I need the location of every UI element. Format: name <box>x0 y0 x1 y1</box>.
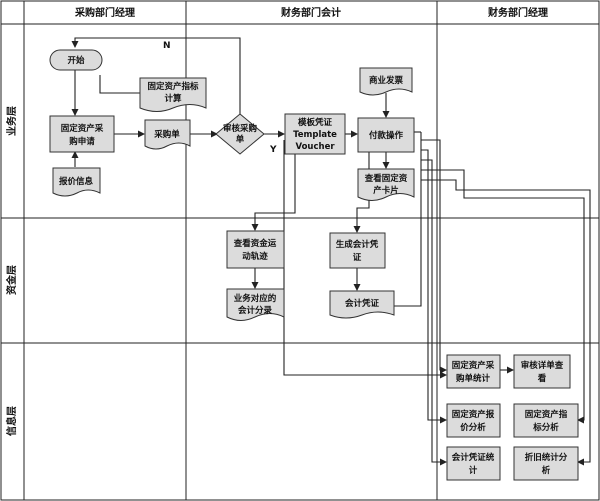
purchase-order-node[interactable]: 采购单 <box>144 119 191 150</box>
svg-text:固定资产采: 固定资产采 <box>452 360 495 371</box>
svg-text:Template: Template <box>293 130 337 140</box>
payment-node[interactable]: 付款操作 <box>357 117 415 153</box>
svg-text:购单统计: 购单统计 <box>455 373 491 384</box>
svg-text:付款操作: 付款操作 <box>369 130 404 141</box>
svg-text:模板凭证: 模板凭证 <box>298 117 333 128</box>
svg-text:固定资产指标: 固定资产指标 <box>147 81 199 92</box>
business-entries-node[interactable]: 业务对应的 会计分录 <box>226 288 285 321</box>
svg-text:查看资金运: 查看资金运 <box>233 238 277 249</box>
svg-text:会计凭证统: 会计凭证统 <box>451 452 495 463</box>
svg-text:折旧统计分: 折旧统计分 <box>525 452 568 463</box>
svg-text:计: 计 <box>469 465 478 476</box>
svg-text:析: 析 <box>542 465 551 476</box>
column-header-finance-accountant: 财务部门会计 <box>280 6 341 19</box>
depreciation-analysis-node[interactable]: 折旧统计分 析 <box>513 446 579 481</box>
commercial-invoice-node[interactable]: 商业发票 <box>359 67 413 96</box>
decision-yes-label: Y <box>269 145 277 155</box>
svg-text:产卡片: 产卡片 <box>373 185 399 196</box>
svg-text:固定资产采: 固定资产采 <box>61 123 104 134</box>
purchase-stats-node[interactable]: 固定资产采 购单统计 <box>446 354 501 389</box>
svg-text:固定资产指: 固定资产指 <box>525 409 568 420</box>
indicator-analysis-node[interactable]: 固定资产指 标分析 <box>513 403 579 438</box>
start-node[interactable]: 开始 <box>49 49 103 71</box>
column-header-purchase-manager: 采购部门经理 <box>74 6 135 19</box>
purchase-request-node[interactable]: 固定资产采 购申请 <box>49 115 115 153</box>
svg-text:标分析: 标分析 <box>532 422 559 433</box>
svg-text:审核采购: 审核采购 <box>223 123 258 134</box>
svg-text:会计凭证: 会计凭证 <box>344 298 380 309</box>
svg-text:生成会计凭: 生成会计凭 <box>336 239 379 250</box>
view-asset-card-node[interactable]: 查看固定资 产卡片 <box>357 168 415 201</box>
svg-text:看: 看 <box>537 373 547 384</box>
svg-text:开始: 开始 <box>67 55 85 66</box>
svg-text:价分析: 价分析 <box>460 422 486 433</box>
asset-indicator-calc-node[interactable]: 固定资产指标 计算 <box>139 77 207 112</box>
svg-text:购申请: 购申请 <box>68 136 95 147</box>
svg-text:业务对应的: 业务对应的 <box>234 293 277 304</box>
svg-text:报价信息: 报价信息 <box>59 176 94 187</box>
svg-text:单: 单 <box>236 134 245 145</box>
review-order-decision[interactable]: 审核采购 单 <box>215 113 265 155</box>
view-fund-flow-node[interactable]: 查看资金运 动轨迹 <box>226 230 285 269</box>
svg-text:固定资产报: 固定资产报 <box>452 409 495 420</box>
voucher-stats-node[interactable]: 会计凭证统 计 <box>446 446 501 481</box>
decision-no-label: N <box>163 41 171 51</box>
lane-label-funds: 资金层 <box>5 265 18 295</box>
lane-label-information: 信息层 <box>5 406 18 436</box>
quote-info-node[interactable]: 报价信息 <box>52 167 101 197</box>
svg-text:商业发票: 商业发票 <box>369 75 404 86</box>
column-header-finance-manager: 财务部门经理 <box>487 6 548 19</box>
accounting-voucher-node[interactable]: 会计凭证 <box>329 290 395 319</box>
svg-text:会计分录: 会计分录 <box>237 305 273 316</box>
svg-text:动轨迹: 动轨迹 <box>242 251 268 262</box>
review-details-node[interactable]: 审核详单查 看 <box>513 354 571 389</box>
generate-voucher-node[interactable]: 生成会计凭 证 <box>329 232 386 269</box>
svg-text:Voucher: Voucher <box>295 142 335 152</box>
quote-analysis-node[interactable]: 固定资产报 价分析 <box>446 403 501 438</box>
svg-text:审核详单查: 审核详单查 <box>521 360 564 371</box>
connectors <box>71 37 591 466</box>
lane-label-business: 业务层 <box>5 106 18 136</box>
svg-text:采购单: 采购单 <box>153 129 180 140</box>
svg-text:查看固定资: 查看固定资 <box>364 173 408 184</box>
svg-text:证: 证 <box>353 252 362 263</box>
svg-text:计算: 计算 <box>164 93 182 104</box>
template-voucher-node[interactable]: 模板凭证 Template Voucher <box>284 113 346 155</box>
